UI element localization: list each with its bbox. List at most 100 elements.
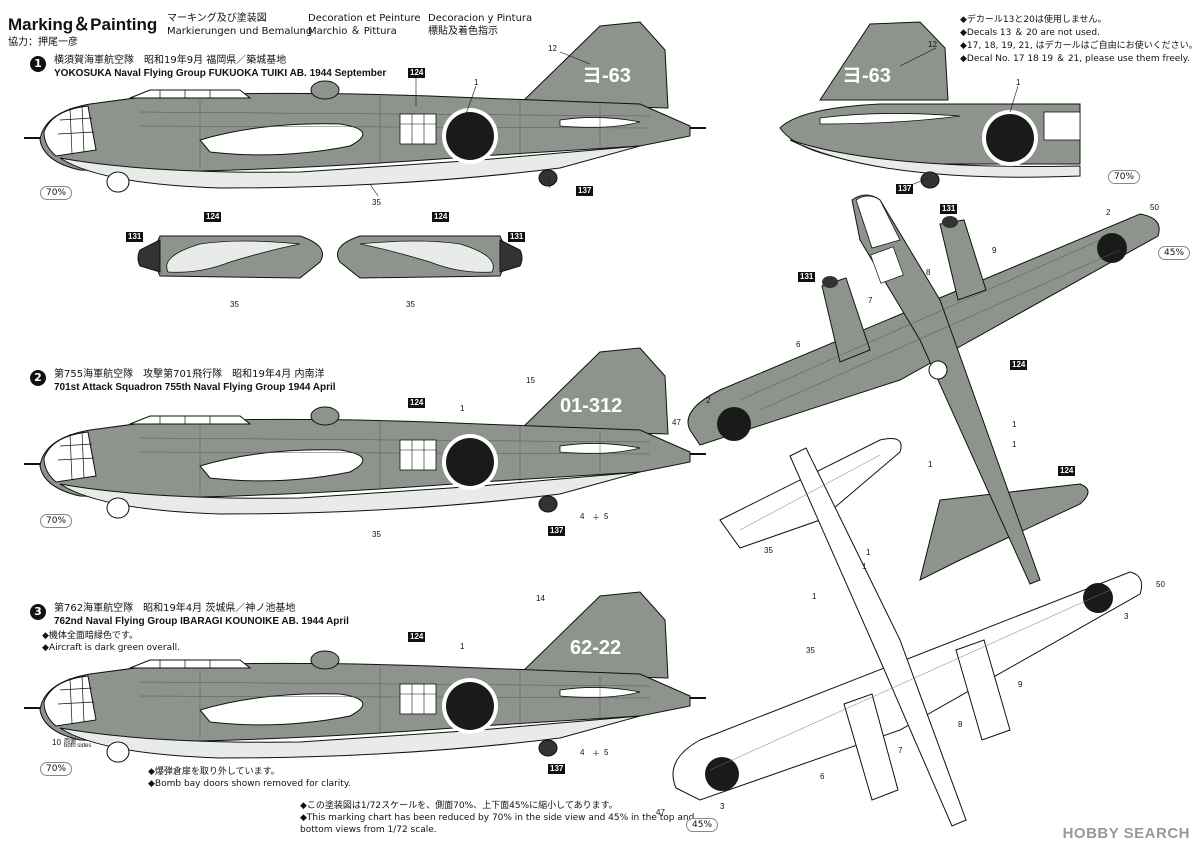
header-col-1: マーキング及び塗装図 Markierungen und Bemalung: [167, 12, 312, 38]
decal-note-3: ◆17, 18, 19, 21, はデカールはご自由にお使いください。: [960, 41, 1198, 51]
callout-35-bot: 35: [764, 546, 773, 555]
callout-131-top-l: 131: [798, 272, 816, 282]
scheme-1-jp: 横須賀海軍航空隊 昭和19年9月 福岡県／築城基地: [54, 55, 287, 66]
scheme-2-en: 701st Attack Squadron 755th Naval Flying…: [54, 382, 336, 393]
scheme-1-number: 1: [30, 56, 46, 72]
callout-1-s3: 1: [460, 642, 465, 651]
bomb-note-jp: ◆爆弾倉扉を取り外しています。: [148, 767, 280, 777]
scheme-1-right-side-view: ヨ-63: [779, 21, 1081, 189]
callout-1-top-b: 1: [1012, 440, 1017, 449]
callout-124-s2: 124: [408, 398, 426, 408]
right-side-tail-code: ヨ-63: [842, 65, 891, 87]
watermark-text: HOBBY SEARCH: [1062, 825, 1190, 842]
callout-124-s3: 124: [408, 632, 426, 642]
callout-35-b: 35: [406, 300, 415, 309]
callout-9-bot: 9: [1018, 680, 1023, 689]
decal-note-1: ◆デカール13と20は使用しません。: [960, 15, 1107, 25]
callout-131-a: 131: [126, 232, 144, 242]
top-view: [687, 194, 1160, 585]
scheme-2-title: 2 第755海軍航空隊 攻撃第701飛行隊 昭和19年4月 内南洋 701st …: [30, 368, 336, 394]
callout-10-s3: 10: [52, 738, 61, 747]
callout-137-r: 137: [896, 184, 914, 194]
hobby-search-watermark: HOBBY SEARCH: [1063, 825, 1190, 842]
callout-9-top: 9: [992, 246, 997, 255]
callout-1-top-a: 1: [1012, 420, 1017, 429]
callout-5-s3: 5: [604, 748, 609, 757]
scheme-1-scale: 70%: [40, 186, 73, 200]
callout-plus-s2: ＋: [592, 513, 600, 522]
top-view-scale: 45%: [1158, 246, 1191, 260]
callout-131-b: 131: [508, 232, 526, 242]
callout-14-s3: 14: [536, 594, 545, 603]
callout-1-top-c: 1: [928, 460, 933, 469]
callout-4-s2: 4: [580, 512, 585, 521]
header-col3-line1: Decoracion y Pintura: [428, 13, 533, 24]
header-col-2: Decoration et Peinture Marchio ＆ Pittura: [308, 12, 421, 38]
scheme-1-tail-code: ヨ-63: [582, 65, 631, 87]
header-col1-line1: マーキング及び塗装図: [167, 13, 267, 24]
decal-note-4: ◆Decal No. 17 18 19 ＆ 21, please use the…: [960, 54, 1190, 64]
callout-8-top: 8: [926, 268, 931, 277]
callout-1-s1: 1: [474, 78, 479, 87]
scheme-1-en: YOKOSUKA Naval Flying Group FUKUOKA TUIK…: [54, 68, 387, 79]
header-col2-line1: Decoration et Peinture: [308, 13, 421, 24]
callout-4-s3: 4: [580, 748, 585, 757]
scheme-3-tail-code: 62-22: [570, 637, 621, 659]
scheme-3-note-en: ◆Aircraft is dark green overall.: [42, 643, 180, 653]
scheme-3-scale: 70%: [40, 762, 73, 776]
header-col-3: Decoracion y Pintura 標貼及着色指示: [428, 12, 532, 38]
scheme-1-title: 1 横須賀海軍航空隊 昭和19年9月 福岡県／築城基地 YOKOSUKA Nav…: [30, 54, 387, 80]
bottom-view: [672, 438, 1143, 827]
callout-7-top: 7: [868, 296, 873, 305]
bomb-note-en: ◆Bomb bay doors shown removed for clarit…: [148, 779, 351, 789]
callout-2-top-l: 2: [706, 396, 711, 405]
callout-1-bot-b: 1: [862, 562, 867, 571]
bottom-view-scale: 45%: [686, 818, 719, 832]
footer-note-3: bottom views from 1/72 scale.: [300, 825, 437, 835]
bomb-bay-notes: ◆爆弾倉扉を取り外しています。 ◆Bomb bay doors shown re…: [148, 766, 351, 790]
callout-7-bot: 7: [898, 746, 903, 755]
callout-124-tail: 124: [1058, 466, 1076, 476]
callout-124-s1: 124: [408, 68, 426, 78]
callout-12-r: 12: [928, 40, 937, 49]
callout-35-s2: 35: [372, 530, 381, 539]
scheme-3-title: 3 第762海軍航空隊 昭和19年4月 茨城県／神ノ池基地 762nd Nava…: [30, 602, 349, 654]
callout-1-bot-c: 1: [812, 592, 817, 601]
scheme-2-side-view: 01-312: [23, 347, 707, 519]
callout-35-s1: 35: [372, 198, 381, 207]
scheme-2-tail-code: 01-312: [560, 395, 622, 417]
callout-137-s2: 137: [548, 526, 566, 536]
scheme-2-number: 2: [30, 370, 46, 386]
callout-6-top: 6: [796, 340, 801, 349]
callout-6-bot: 6: [820, 772, 825, 781]
callout-47-bot: 47: [656, 808, 665, 817]
both-sides-jp: 両側: [64, 739, 77, 745]
callout-47-s2: 47: [672, 418, 681, 427]
scheme-2-jp: 第755海軍航空隊 攻撃第701飛行隊 昭和19年4月 内南洋: [54, 369, 325, 380]
callout-50-bot: 50: [1156, 580, 1165, 589]
page-title: Marking＆Painting: [8, 15, 158, 34]
both-sides-en: both sides: [64, 743, 92, 749]
callout-5-s2: 5: [604, 512, 609, 521]
header-col3-line2: 標貼及着色指示: [428, 26, 498, 37]
callout-1-r: 1: [1016, 78, 1021, 87]
decal-note-2: ◆Decals 13 ＆ 20 are not used.: [960, 28, 1100, 38]
header-col2-line2: Marchio ＆ Pittura: [308, 26, 397, 37]
callout-35-bot-b: 35: [806, 646, 815, 655]
scheme-3-side-view: 62-22: [23, 591, 707, 763]
scheme-3-jp: 第762海軍航空隊 昭和19年4月 茨城県／神ノ池基地: [54, 603, 296, 614]
footer-note-1: ◆この塗装図は1/72スケールを、側面70%、上下面45%に縮小してあります。: [300, 801, 618, 811]
right-side-scale: 70%: [1108, 170, 1141, 184]
callout-131-top-r: 131: [940, 204, 958, 214]
callout-15-s2: 15: [526, 376, 535, 385]
callout-2-top-r: 2: [1106, 208, 1111, 217]
scheme-1-nacelle-left: [137, 235, 323, 279]
callout-1-s2: 1: [460, 404, 465, 413]
decal-notes: ◆デカール13と20は使用しません。 ◆Decals 13 ＆ 20 are n…: [960, 14, 1198, 66]
callout-137-s1: 137: [576, 186, 594, 196]
callout-8-bot: 8: [958, 720, 963, 729]
scheme-3-note-jp: ◆機体全面暗緑色です。: [42, 631, 139, 641]
callout-137-s3: 137: [548, 764, 566, 774]
callout-12-s1: 12: [548, 44, 557, 53]
